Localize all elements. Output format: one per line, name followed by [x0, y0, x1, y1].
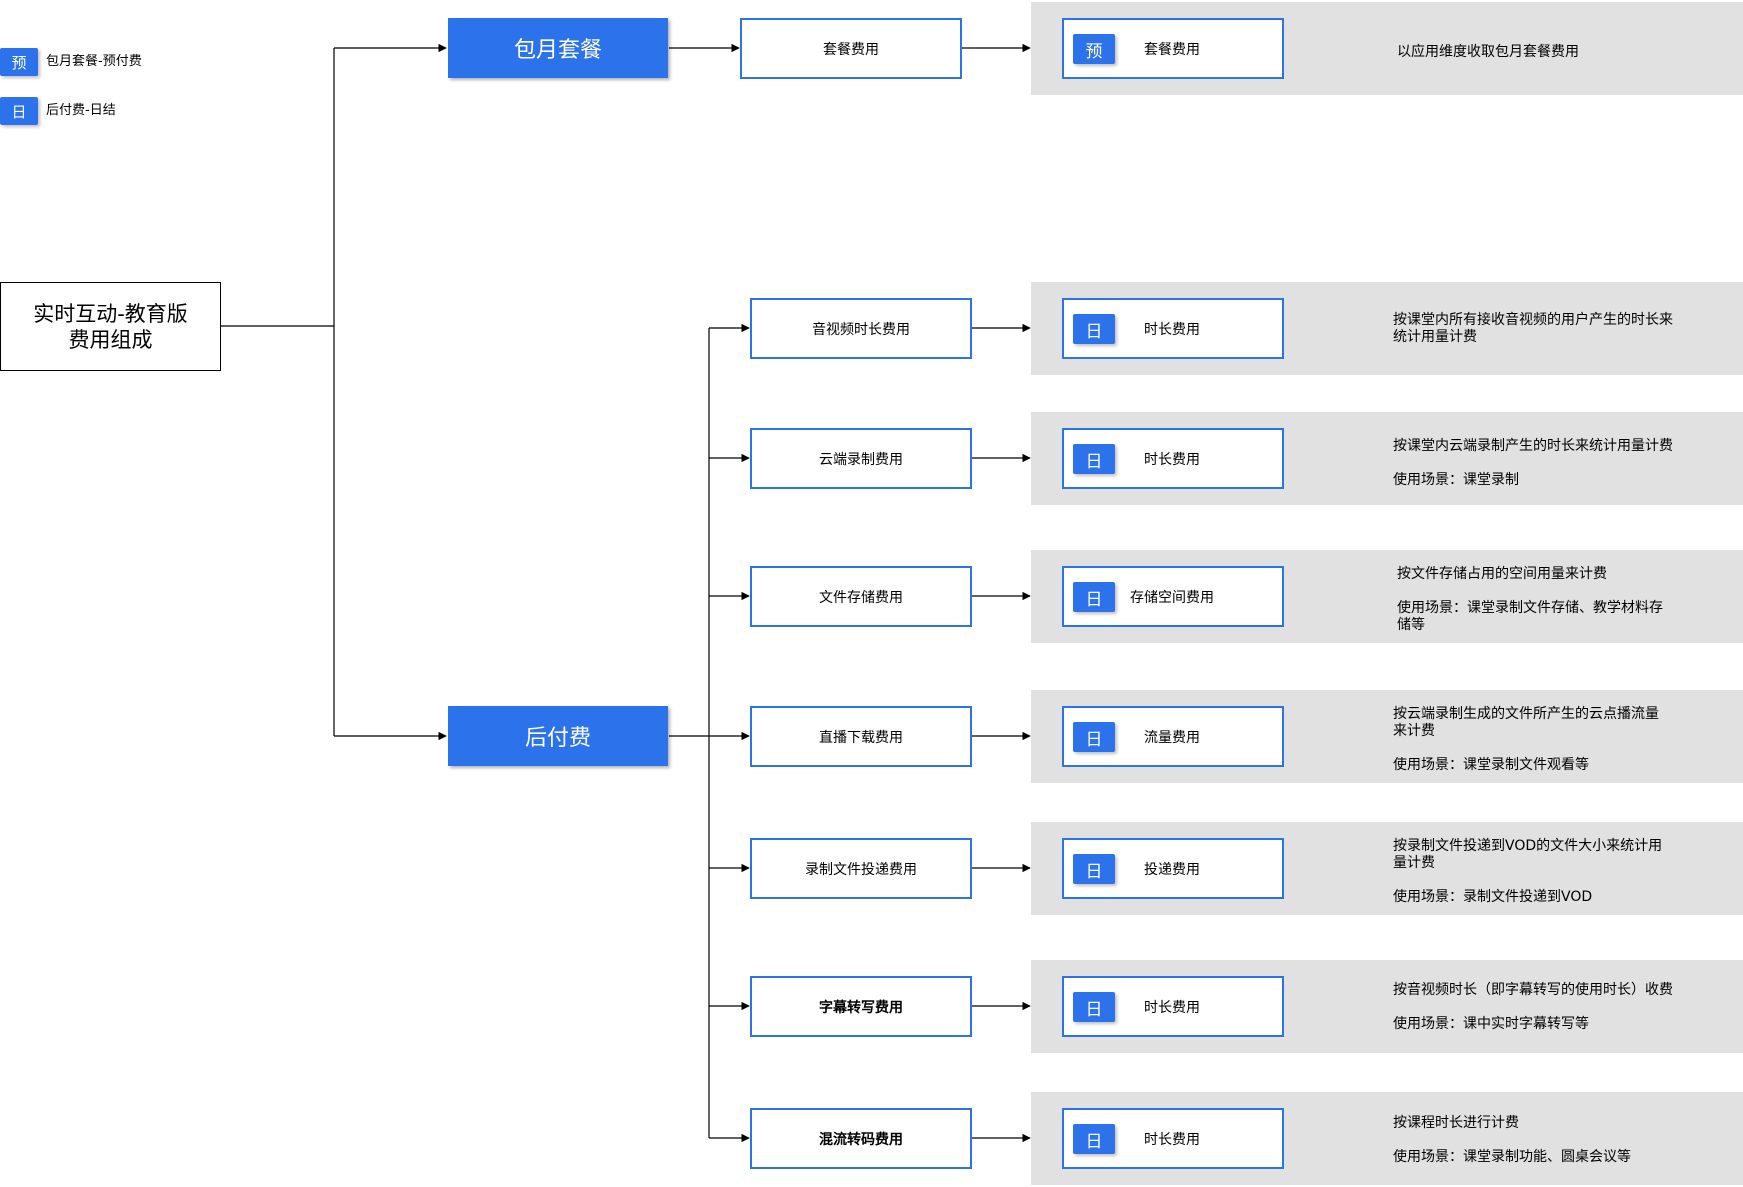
billing-type-box: 日 流量费用: [1062, 706, 1284, 767]
billing-type-label: 时长费用: [1144, 1131, 1200, 1148]
item-box: 录制文件投递费用: [750, 838, 972, 899]
description-line: 按课程时长进行计费: [1393, 1115, 1519, 1131]
item-box: 直播下载费用: [750, 706, 972, 767]
legend-prepaid-badge: 预: [0, 48, 38, 76]
billing-description: 按文件存储占用的空间用量来计费 使用场景：课堂录制文件存储、教学材料存储等: [1397, 566, 1667, 634]
billing-description: 以应用维度收取包月套餐费用: [1397, 44, 1697, 61]
description-line: 按课堂内云端录制产生的时长来统计用量计费: [1393, 438, 1673, 454]
description-line: 按云端录制生成的文件所产生的云点播流量来计费: [1393, 706, 1659, 739]
item-box: 音视频时长费用: [750, 298, 972, 359]
item-box: 混流转码费用: [750, 1108, 972, 1169]
scenario-line: 使用场景：课堂录制: [1393, 472, 1519, 488]
daily-badge: 日: [1073, 314, 1115, 344]
billing-description: 按课堂内所有接收音视频的用户产生的时长来统计用量计费: [1393, 312, 1683, 346]
description-line: 以应用维度收取包月套餐费用: [1397, 44, 1579, 60]
billing-description: 按课堂内云端录制产生的时长来统计用量计费 使用场景：课堂录制: [1393, 438, 1693, 489]
description-line: 按文件存储占用的空间用量来计费: [1397, 566, 1607, 582]
billing-type-box: 日 时长费用: [1062, 976, 1284, 1037]
billing-description: 按课程时长进行计费 使用场景：课堂录制功能、圆桌会议等: [1393, 1115, 1693, 1166]
billing-type-box: 日 存储空间费用: [1062, 566, 1284, 627]
billing-type-label: 时长费用: [1144, 451, 1200, 468]
billing-description: 按录制文件投递到VOD的文件大小来统计用量计费 使用场景：录制文件投递到VOD: [1393, 838, 1668, 906]
billing-type-box: 日 时长费用: [1062, 428, 1284, 489]
category-postpaid: 后付费: [448, 706, 668, 766]
legend-daily-badge: 日: [0, 97, 38, 125]
category-monthly: 包月套餐: [448, 18, 668, 78]
billing-description: 按音视频时长（即字幕转写的使用时长）收费 使用场景：课中实时字幕转写等: [1393, 982, 1693, 1033]
root-title-line1: 实时互动-教育版: [33, 301, 188, 326]
billing-type-label: 投递费用: [1144, 861, 1200, 878]
scenario-line: 使用场景：课堂录制文件观看等: [1393, 757, 1589, 773]
prepaid-badge: 预: [1073, 34, 1115, 64]
billing-type-label: 存储空间费用: [1130, 589, 1214, 606]
billing-type-label: 套餐费用: [1144, 41, 1200, 58]
scenario-line: 使用场景：录制文件投递到VOD: [1393, 889, 1593, 905]
root-node: 实时互动-教育版 费用组成: [0, 282, 221, 371]
item-box: 字幕转写费用: [750, 976, 972, 1037]
description-line: 按课堂内所有接收音视频的用户产生的时长来统计用量计费: [1393, 312, 1673, 345]
daily-badge: 日: [1073, 582, 1115, 612]
root-title-line2: 费用组成: [68, 327, 153, 352]
daily-badge: 日: [1073, 444, 1115, 474]
billing-type-label: 时长费用: [1144, 999, 1200, 1016]
billing-type-label: 时长费用: [1144, 321, 1200, 338]
item-box: 云端录制费用: [750, 428, 972, 489]
billing-type-label: 流量费用: [1144, 729, 1200, 746]
daily-badge: 日: [1073, 854, 1115, 884]
daily-badge: 日: [1073, 992, 1115, 1022]
daily-badge: 日: [1073, 722, 1115, 752]
item-box: 套餐费用: [740, 18, 962, 79]
scenario-line: 使用场景：课堂录制文件存储、教学材料存储等: [1397, 600, 1663, 633]
description-line: 按录制文件投递到VOD的文件大小来统计用量计费: [1393, 838, 1663, 871]
scenario-line: 使用场景：课中实时字幕转写等: [1393, 1016, 1589, 1032]
billing-type-box: 日 时长费用: [1062, 1108, 1284, 1169]
description-line: 按音视频时长（即字幕转写的使用时长）收费: [1393, 982, 1673, 998]
scenario-line: 使用场景：课堂录制功能、圆桌会议等: [1393, 1149, 1631, 1165]
legend-daily-label: 后付费-日结: [46, 103, 116, 118]
item-box: 文件存储费用: [750, 566, 972, 627]
billing-type-box: 日 时长费用: [1062, 298, 1284, 359]
daily-badge: 日: [1073, 1124, 1115, 1154]
billing-type-box: 日 投递费用: [1062, 838, 1284, 899]
legend-prepaid-label: 包月套餐-预付费: [46, 54, 142, 69]
billing-type-box: 预 套餐费用: [1062, 18, 1284, 79]
billing-description: 按云端录制生成的文件所产生的云点播流量来计费 使用场景：课堂录制文件观看等: [1393, 706, 1668, 774]
